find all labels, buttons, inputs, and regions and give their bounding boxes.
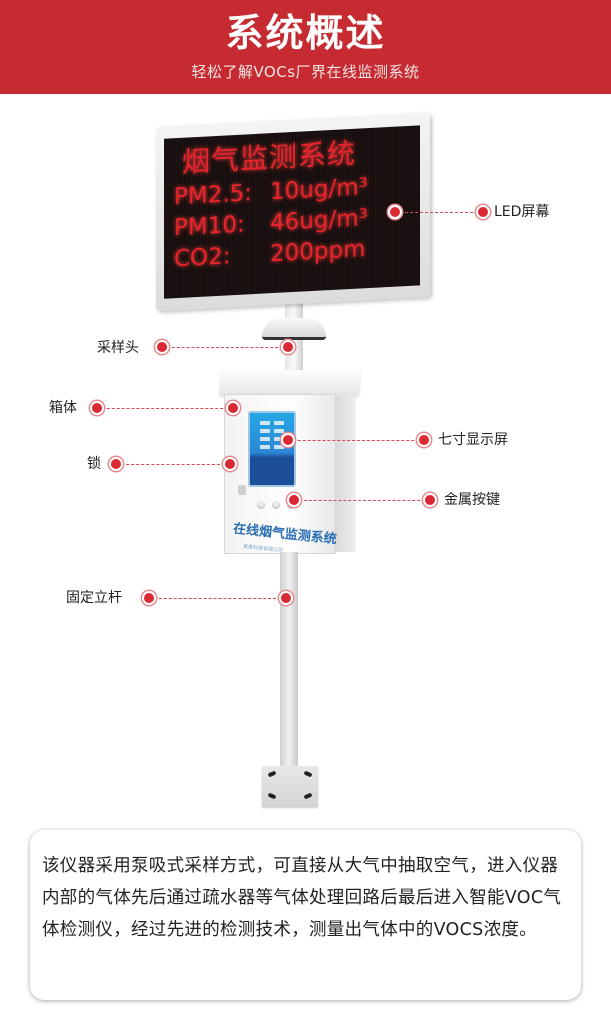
metal-key-1 [257,501,265,509]
label-lock: 锁 [87,456,101,472]
callout-dot-icon [226,401,240,415]
callout-line-keys [294,500,430,501]
header-banner: 系统概述 轻松了解VOCs厂界在线监测系统 [0,0,611,94]
callout-line-sampling [162,347,288,348]
callout-dot-icon [281,433,295,447]
cabinet-body: 在线烟气监测系统 某某科技有限公司 [224,394,337,555]
fixed-pole [280,552,298,772]
label-pole: 固定立杆 [66,590,122,606]
cabinet: 在线烟气监测系统 某某科技有限公司 [219,370,361,556]
callout-dot-icon [281,340,295,354]
page-title: 系统概述 [225,11,386,55]
callout-line-led [395,212,483,213]
callout-dot-icon [388,205,402,219]
callout-line-pole [149,598,286,599]
callout-dot-icon [90,401,104,415]
callout-dot-icon [155,340,169,354]
callout-dot-icon [109,457,123,471]
label-metal-keys: 金属按键 [444,492,500,508]
cabinet-side [336,396,356,552]
description-card: 该仪器采用泵吸式采样方式，可直接从大气中抽取空气，进入仪器内部的气体先后通过疏水… [30,830,581,1000]
callout-dot-icon [287,493,301,507]
cabinet-small-text: 某某科技有限公司 [242,543,284,555]
metal-key-2 [272,501,280,509]
callout-dot-icon [476,205,490,219]
seven-inch-display [248,411,296,487]
callout-line-cabinet [97,408,233,409]
pole-base-plate [262,766,318,806]
label-cabinet: 箱体 [49,400,77,416]
label-sampling-head: 采样头 [97,340,139,356]
label-display: 七寸显示屏 [438,432,508,448]
cabinet-roof [219,370,361,396]
page-subtitle: 轻松了解VOCs厂界在线监测系统 [191,63,420,81]
led-screen: 烟气监测系统 PM2.5:10ug/m³ PM10:46ug/m³ CO2:20… [164,125,420,299]
callout-dot-icon [423,493,437,507]
sampling-head [262,318,326,340]
description-text: 该仪器采用泵吸式采样方式，可直接从大气中抽取空气，进入仪器内部的气体先后通过疏水… [42,856,562,940]
callout-line-lock [116,464,230,465]
callout-dot-icon [279,591,293,605]
callout-dot-icon [223,457,237,471]
label-led-screen: LED屏幕 [494,204,550,220]
callout-dot-icon [417,433,431,447]
callout-line-display [288,440,424,441]
lock-icon [238,485,246,495]
callout-dot-icon [142,591,156,605]
